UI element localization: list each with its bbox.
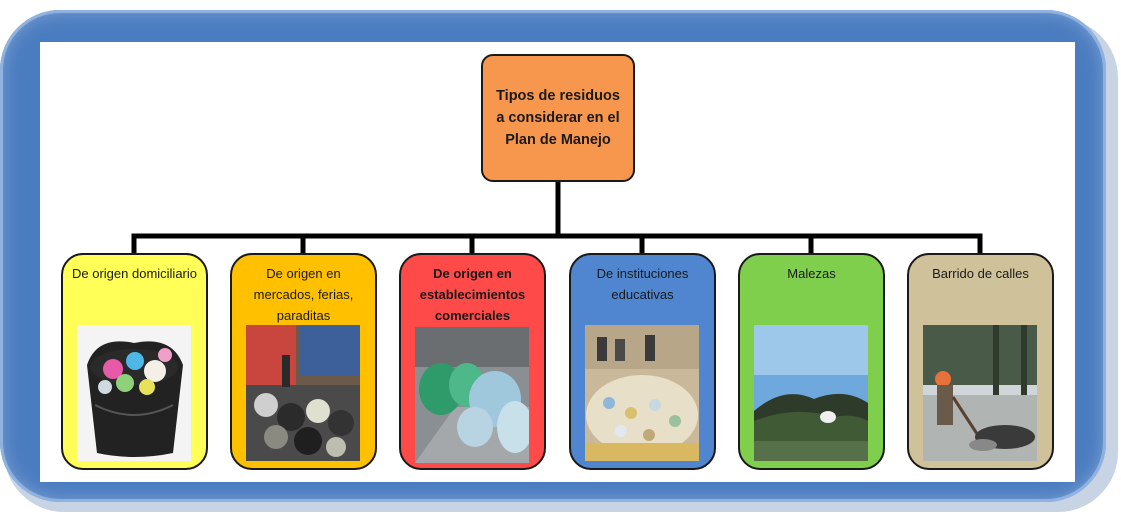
root-node: Tipos de residuos a considerar en el Pla… <box>481 54 635 182</box>
category-node-mercados: De origen en mercados, ferias, paraditas <box>230 253 377 470</box>
trash-bag-photo-icon <box>77 325 191 461</box>
root-node-label: Tipos de residuos a considerar en el Pla… <box>496 88 620 148</box>
weeds-photo-icon <box>754 325 868 461</box>
street-sweeping-photo-icon <box>923 325 1037 461</box>
market-waste-photo-icon <box>246 325 360 461</box>
category-label: De origen en mercados, ferias, paraditas <box>253 266 354 323</box>
category-label: De origen en establecimientos comerciale… <box>419 266 526 323</box>
category-label: De instituciones educativas <box>596 266 689 302</box>
category-node-domiciliario: De origen domiciliario <box>61 253 208 470</box>
category-node-educativas: De instituciones educativas <box>569 253 716 470</box>
category-label: De origen domiciliario <box>72 266 197 281</box>
category-node-barrido: Barrido de calles <box>907 253 1054 470</box>
category-label: Barrido de calles <box>932 266 1029 281</box>
category-node-comerciales: De origen en establecimientos comerciale… <box>399 253 546 470</box>
commercial-bags-photo-icon <box>415 327 529 463</box>
category-label: Malezas <box>787 266 836 281</box>
school-waste-photo-icon <box>585 325 699 461</box>
category-node-malezas: Malezas <box>738 253 885 470</box>
